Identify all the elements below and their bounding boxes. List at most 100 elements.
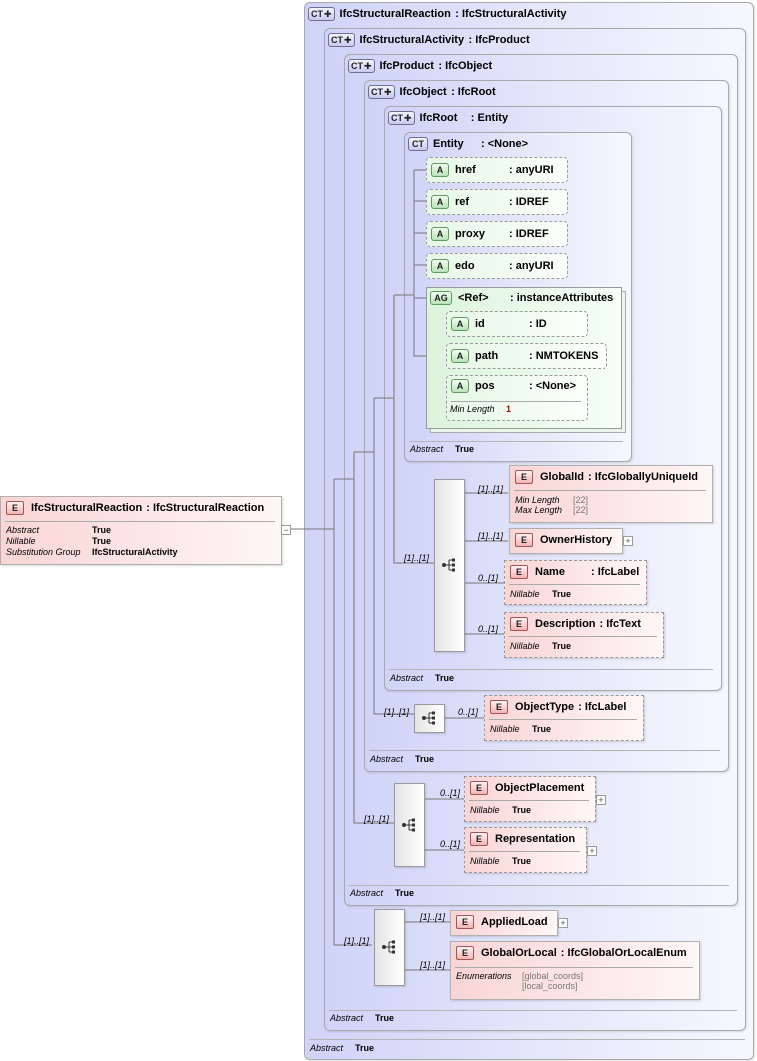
attribute-href[interactable]: A href : anyURI bbox=[426, 157, 568, 183]
element-icon: E bbox=[490, 700, 508, 714]
element-name: IfcStructuralReaction bbox=[31, 502, 143, 514]
element-globalorlocal[interactable]: E GlobalOrLocal : IfcGlobalOrLocalEnum E… bbox=[450, 941, 700, 1000]
element-appliedload[interactable]: E AppliedLoad bbox=[450, 910, 558, 936]
divider bbox=[451, 401, 581, 402]
max-length-row: Max Length[22] bbox=[515, 505, 589, 515]
divider bbox=[349, 885, 729, 886]
attribute-edo[interactable]: A edo : anyURI bbox=[426, 253, 568, 279]
divider bbox=[509, 584, 640, 585]
min-length-row: Min Length[22] bbox=[515, 495, 589, 505]
expand-toggle[interactable]: + bbox=[558, 918, 568, 928]
sequence-icon bbox=[422, 711, 435, 725]
attribute-group-icon: AG bbox=[430, 291, 452, 305]
element-header: E Description : IfcText bbox=[510, 617, 641, 631]
complex-type-icon: CT bbox=[408, 137, 428, 151]
sequence-icon bbox=[442, 558, 455, 572]
attribute-id[interactable]: A id : ID bbox=[446, 311, 588, 337]
attribute-icon: A bbox=[431, 195, 449, 209]
group-header: AG <Ref> : instanceAttributes bbox=[430, 291, 613, 305]
type-base: : IfcObject bbox=[438, 60, 493, 72]
divider bbox=[389, 669, 713, 670]
element-header: E ObjectPlacement bbox=[470, 781, 584, 795]
attribute-icon: A bbox=[431, 163, 449, 177]
type-name: IfcProduct bbox=[379, 60, 434, 72]
expand-toggle[interactable]: + bbox=[623, 536, 633, 546]
divider bbox=[309, 1039, 745, 1040]
element-name: ObjectPlacement bbox=[495, 782, 585, 794]
divider bbox=[489, 719, 637, 720]
enumerations-row: Enumerations[global_coords] bbox=[456, 971, 584, 981]
element-icon: E bbox=[6, 501, 24, 515]
attribute-path[interactable]: A path : NMTOKENS bbox=[446, 343, 607, 369]
element-icon: E bbox=[510, 617, 528, 631]
element-header: E IfcStructuralReaction : IfcStructuralR… bbox=[6, 501, 264, 515]
sequence-compositor-product[interactable] bbox=[394, 783, 425, 867]
element-name: GlobalOrLocal bbox=[481, 947, 557, 959]
attribute-icon: A bbox=[451, 317, 469, 331]
element-type: : IfcGlobalOrLocalEnum bbox=[560, 947, 687, 959]
cardinality-label: 0..[1] bbox=[458, 707, 479, 717]
type-base: : IfcProduct bbox=[468, 34, 530, 46]
attribute-type: : anyURI bbox=[509, 260, 554, 272]
sequence-compositor-object[interactable] bbox=[414, 704, 445, 733]
sequence-compositor-activity[interactable] bbox=[374, 909, 405, 986]
element-name: ObjectType bbox=[515, 701, 575, 713]
complex-type-icon: CT✚ bbox=[368, 85, 395, 99]
attribute-type: : <None> bbox=[529, 380, 577, 392]
element-globalid[interactable]: E GlobalId : IfcGloballyUniqueId Min Len… bbox=[509, 465, 713, 523]
attribute-header: A pos : <None> bbox=[447, 379, 576, 393]
cardinality-label: [1]..[1] bbox=[478, 484, 504, 494]
expand-toggle[interactable]: + bbox=[587, 846, 597, 856]
element-header: E ObjectType : IfcLabel bbox=[490, 700, 626, 714]
complex-type-icon: CT✚ bbox=[308, 7, 335, 21]
attribute-type: : NMTOKENS bbox=[529, 350, 599, 362]
element-ownerhistory[interactable]: E OwnerHistory bbox=[509, 528, 623, 554]
cardinality-label: [1]..[1] bbox=[384, 707, 410, 717]
complex-type-icon: CT✚ bbox=[348, 59, 375, 73]
type-name: IfcStructuralActivity bbox=[359, 34, 465, 46]
expand-toggle[interactable]: + bbox=[596, 795, 606, 805]
element-header: E AppliedLoad bbox=[456, 915, 548, 929]
type-name: IfcRoot bbox=[419, 112, 458, 124]
type-base: : <None> bbox=[481, 138, 529, 150]
cardinality-label: 0..[1] bbox=[478, 573, 499, 583]
divider bbox=[469, 800, 589, 801]
element-type: : IfcStructuralReaction bbox=[146, 502, 265, 514]
type-name: IfcObject bbox=[399, 86, 447, 98]
attribute-name: pos bbox=[475, 380, 495, 392]
attribute-name: href bbox=[455, 164, 476, 176]
root-element-ifcstructuralreaction[interactable]: E IfcStructuralReaction : IfcStructuralR… bbox=[0, 496, 282, 565]
type-base: : IfcRoot bbox=[451, 86, 496, 98]
attribute-name: id bbox=[475, 318, 485, 330]
ct-header: CT✚ IfcObject : IfcRoot bbox=[368, 84, 496, 100]
ct-header: CT Entity: <None> bbox=[408, 136, 528, 152]
cardinality-label: [1]..[1] bbox=[420, 960, 446, 970]
element-header: E GlobalOrLocal : IfcGlobalOrLocalEnum bbox=[456, 946, 687, 960]
group-type: : instanceAttributes bbox=[510, 292, 614, 304]
cardinality-label: [1]..[1] bbox=[478, 531, 504, 541]
element-header: E OwnerHistory bbox=[515, 533, 612, 547]
attribute-icon: A bbox=[451, 379, 469, 393]
element-icon: E bbox=[470, 781, 488, 795]
attribute-proxy[interactable]: A proxy : IDREF bbox=[426, 221, 568, 247]
ct-header: CT✚ IfcStructuralReaction : IfcStructura… bbox=[308, 6, 567, 22]
element-type: : IfcLabel bbox=[578, 701, 627, 713]
collapse-toggle[interactable]: − bbox=[281, 525, 291, 535]
sequence-icon bbox=[402, 818, 415, 832]
sequence-compositor-root[interactable] bbox=[434, 479, 465, 652]
attribute-name: proxy bbox=[455, 228, 485, 240]
attribute-ref[interactable]: A ref : IDREF bbox=[426, 189, 568, 215]
ct-header: CT✚ IfcRoot : Entity bbox=[388, 110, 508, 126]
